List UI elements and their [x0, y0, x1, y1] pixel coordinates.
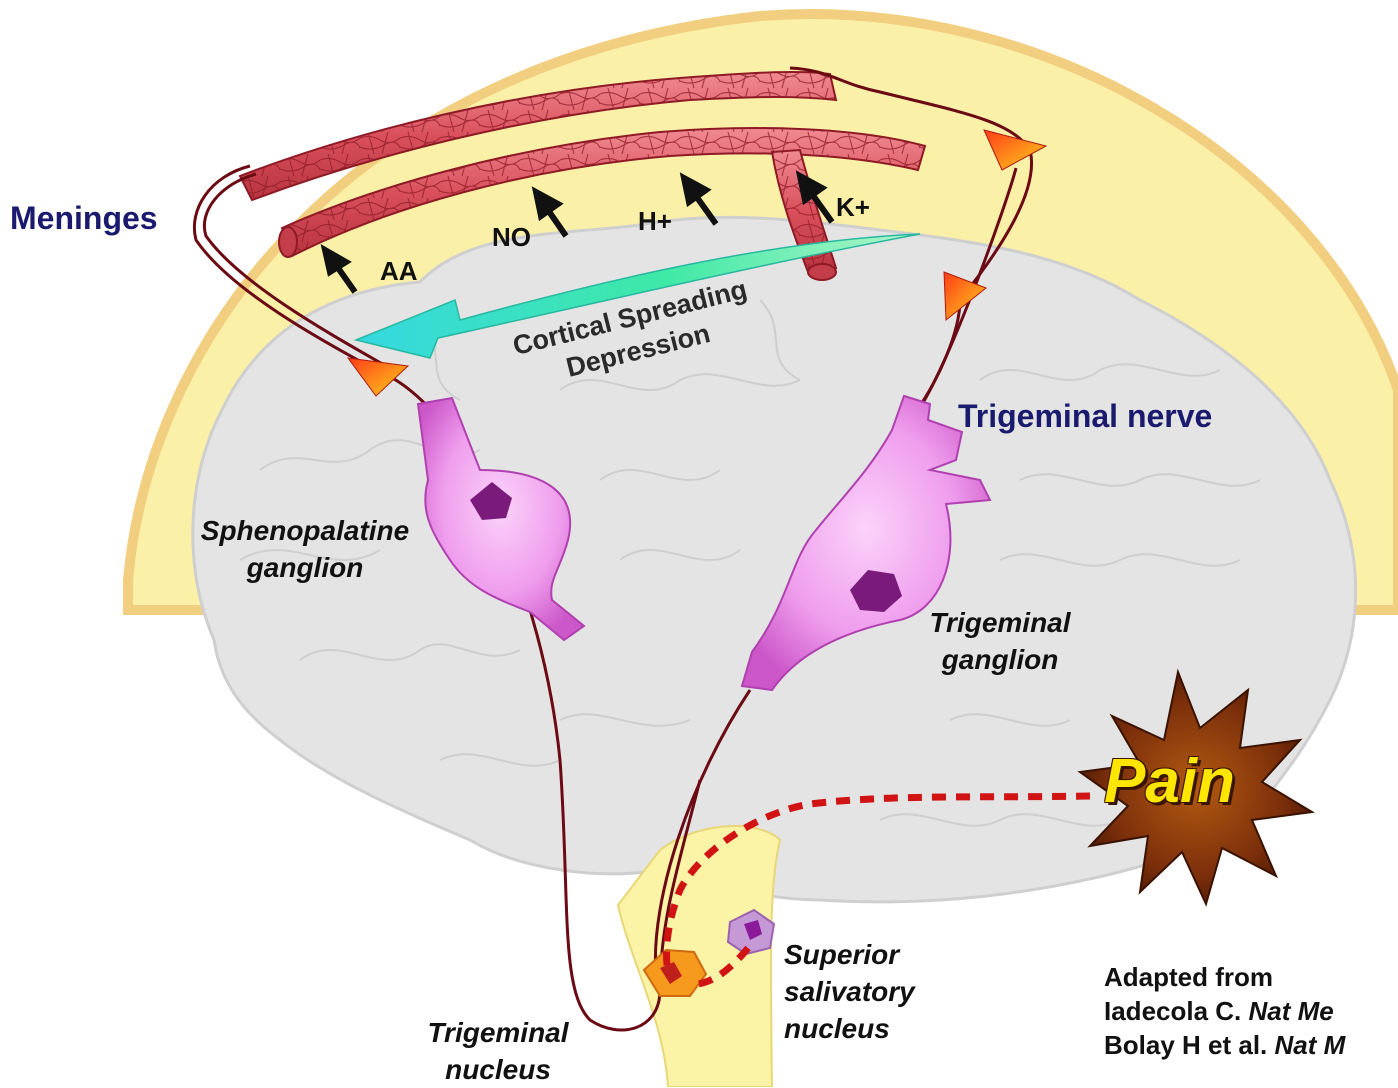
- sphenopalatine-ganglion-label: Sphenopalatine ganglion: [180, 512, 430, 586]
- k-plus-label: K+: [836, 192, 870, 223]
- h-plus-label: H+: [638, 206, 672, 237]
- superior-salivatory-nucleus-label: Superior salivatory nucleus: [784, 936, 915, 1047]
- pain-label: Pain: [1104, 746, 1235, 817]
- meninges-label: Meninges: [10, 200, 158, 237]
- trigeminal-ganglion-label: Trigeminal ganglion: [910, 604, 1090, 678]
- trigeminal-nucleus-label: Trigeminal nucleus: [408, 1014, 588, 1088]
- aa-label: AA: [380, 256, 418, 287]
- no-label: NO: [492, 222, 531, 253]
- trigeminal-nerve-label: Trigeminal nerve: [958, 398, 1212, 435]
- citation: Adapted from Iadecola C. Nat Me Bolay H …: [1104, 960, 1345, 1062]
